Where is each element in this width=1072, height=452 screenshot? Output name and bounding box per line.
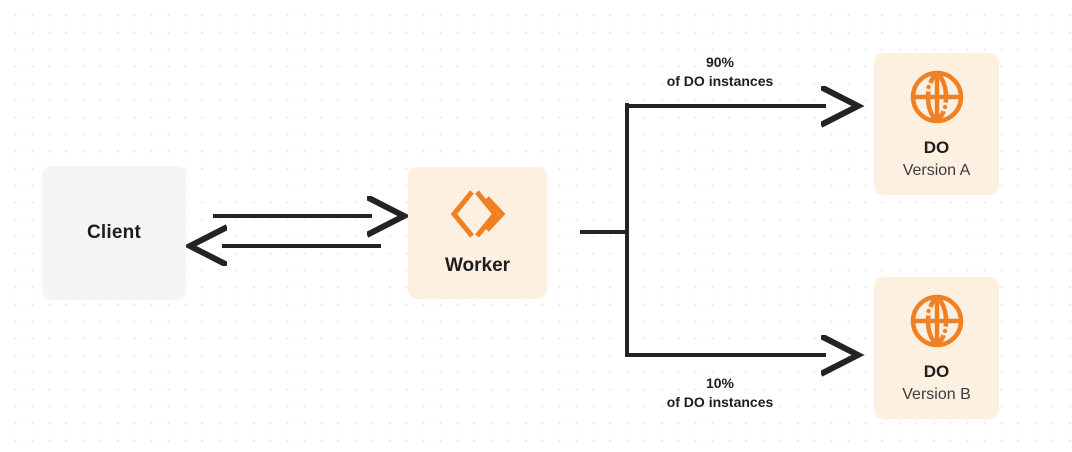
do-a-version-label: Version A xyxy=(902,161,971,179)
worker-node-label: Worker xyxy=(444,255,511,276)
do-a-split-caption: of DO instances xyxy=(666,72,774,89)
globe-icon xyxy=(909,293,965,349)
do-b-version-label: Version B xyxy=(902,385,971,403)
durable-object-version-b-node: DO Version B xyxy=(874,277,999,419)
do-a-split-label: 90% of DO instances xyxy=(605,53,835,91)
do-b-title: DO xyxy=(923,362,950,381)
do-b-split-label: 10% of DO instances xyxy=(605,374,835,412)
do-a-split-percent: 90% xyxy=(705,54,735,70)
globe-icon xyxy=(909,69,965,125)
worker-branch-connector xyxy=(580,103,629,357)
do-b-split-percent: 10% xyxy=(705,375,735,391)
worker-node: Worker xyxy=(408,167,547,299)
do-a-title: DO xyxy=(923,138,950,157)
do-b-split-caption: of DO instances xyxy=(666,393,774,410)
client-node: Client xyxy=(42,166,186,300)
durable-object-version-a-node: DO Version A xyxy=(874,53,999,195)
client-node-label: Client xyxy=(87,222,141,243)
cloudflare-workers-icon xyxy=(446,189,510,239)
